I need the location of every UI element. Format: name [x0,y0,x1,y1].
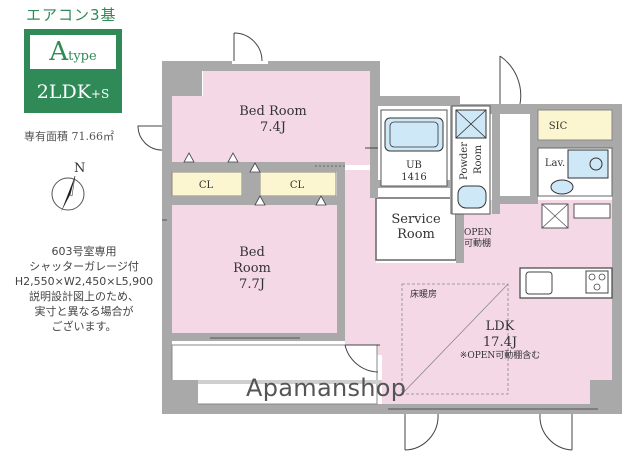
type-main: A [49,37,69,67]
open-shelf-label: 可動棚 [464,237,491,249]
floor-heating-area [401,283,509,395]
note-line: シャッターガレージ付 [29,260,139,273]
closet-1 [171,171,243,197]
washbasin-icon [457,185,487,209]
bathtub-inner-icon [389,121,439,148]
note-line: H2,550×W2,450×L5,900 [14,275,154,288]
bed-room-1-size: 7.4J [260,120,286,135]
powder-room-label: Powder [459,142,470,180]
kitchen-sink-icon [525,271,553,295]
balcony-rail [172,380,382,384]
column-right [590,380,622,414]
note-line: 実寸と異なる場合が [34,305,134,318]
type-label-box: Atype [29,34,117,70]
powder-room-label: Room [473,144,484,174]
plan-sub: +S [90,87,110,101]
sic-storage [537,109,613,141]
windows [162,219,598,410]
column-left [162,380,198,414]
type-sub: type [68,49,97,64]
closet-2-label: CL [290,180,305,191]
service-room-name: Room [397,227,435,242]
service-room-name: Service [391,212,441,227]
ldk-note: ※OPEN可動棚含む [460,349,540,361]
unit-bath-name: UB [406,160,422,171]
sink-icon [589,157,603,171]
sic-label: SIC [549,121,568,132]
balcony [171,344,378,405]
bed-room-1-name: Bed Room [239,104,306,119]
bed-room-1 [172,71,370,162]
type-label: Atype [30,37,116,72]
bed-room-2 [172,205,337,333]
plan-main: 2LDK [36,81,91,103]
bed-room-2-size: 7.7J [239,277,265,292]
floor-area: 専有面積 71.66㎡ [24,130,114,143]
lavatory-label: Lav. [545,158,565,169]
compass-north-icon: N [51,161,85,212]
toilet-icon [550,179,574,195]
open-shelf-label: OPEN [464,228,492,238]
bed-room-2-name: Bed [239,245,265,260]
closet-1-label: CL [199,180,214,191]
floor-heating-label: 床暖房 [410,288,437,300]
bed-room-2-name: Room [233,261,271,276]
stove-icon [585,270,609,294]
note-line: ございます。 [51,320,117,333]
bed-room-1-corner [172,71,202,96]
closet-2 [259,171,337,197]
compass-label: N [74,161,85,176]
unit-bath-size: 1416 [401,172,426,183]
plan-label: 2LDK+S [24,80,122,106]
garage-note: 603号室専用 シャッターガレージ付 H2,550×W2,450×L5,900 … [0,244,168,334]
ldk-name: LDK [486,319,515,334]
note-line: 603号室専用 [51,245,117,258]
note-line: 説明設計図上のため、 [29,290,139,303]
closet-door-marks [183,152,327,206]
kitchen-back-counter [573,203,611,219]
ldk-size: 17.4J [483,335,517,350]
bed-room-1-tail [345,110,370,165]
type-badge: Atype 2LDK+S [24,29,122,113]
aircon-label: エアコン3基 [26,6,117,24]
watermark-logo: Apamanshop [246,374,407,402]
doors [137,32,573,451]
